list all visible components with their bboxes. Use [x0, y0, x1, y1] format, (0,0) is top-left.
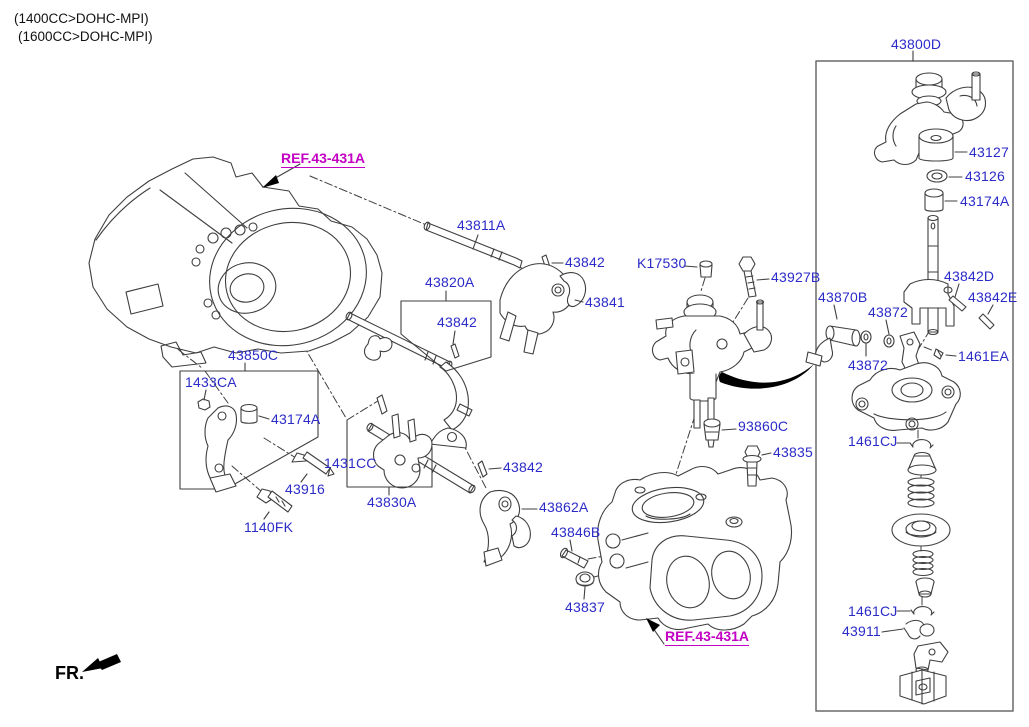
part-label-1461ea[interactable]: 1461EA: [958, 348, 1010, 364]
clip-1461cj-lower-drawing: [896, 606, 935, 616]
control-shaft-lever-drawing: [873, 71, 987, 166]
part-label-1140fk[interactable]: 1140FK: [244, 519, 294, 535]
washer-43872-b-drawing: [883, 319, 895, 348]
part-label-43850c[interactable]: 43850C: [228, 347, 279, 363]
plug-43846b-drawing: [559, 539, 589, 569]
part-label-43916[interactable]: 43916: [285, 481, 325, 497]
part-label-43842d[interactable]: 43842D: [944, 268, 995, 284]
spring-small-drawing: [912, 549, 934, 577]
shift-lever-assembly-drawing: [651, 294, 773, 429]
part-label-43862a[interactable]: 43862A: [539, 499, 589, 515]
control-cover-drawing: [851, 362, 961, 431]
part-label-43811a[interactable]: 43811A: [457, 217, 506, 233]
spring-pin-43911-drawing: [881, 619, 935, 640]
cup-drawing: [915, 577, 935, 598]
panel-43800d-box: [815, 50, 1014, 712]
washer-43126-drawing: [926, 169, 963, 183]
part-label-43830a[interactable]: 43830A: [367, 494, 417, 510]
part-label-43820a[interactable]: 43820A: [425, 274, 475, 290]
part-label-1461cj-upper[interactable]: 1461CJ: [848, 433, 898, 449]
ref-arrow-top: [262, 163, 301, 188]
switch-93860c-drawing: [703, 418, 737, 448]
bushing-43127-drawing: [918, 128, 968, 162]
direction-swoosh-arrow: [718, 364, 814, 389]
front-direction-label: FR.: [55, 663, 84, 683]
ref-label-bottom[interactable]: REF.43-431A: [665, 628, 750, 646]
part-label-43127[interactable]: 43127: [969, 144, 1009, 160]
shift-rail-43830a-drawing: [366, 394, 476, 494]
box-43820a: [400, 290, 492, 372]
washer-43872-a-drawing: [860, 330, 872, 357]
part-label-43927b[interactable]: 43927B: [771, 269, 821, 285]
part-label-43911[interactable]: 43911: [842, 623, 881, 639]
pin-43842d-drawing: [948, 283, 967, 312]
engine-note-1600cc: (1600CC>DOHC-MPI): [18, 29, 153, 44]
part-label-1433ca[interactable]: 1433CA: [185, 374, 237, 390]
shift-rail-43820a-drawing: [345, 311, 473, 449]
bushing-43174a-left-drawing: [240, 403, 270, 424]
box-43850c: [179, 362, 319, 490]
plug-43837-drawing: [575, 571, 595, 600]
shift-fork-43862a-drawing: [479, 489, 538, 567]
bracket-43830a: [346, 419, 433, 496]
stopper-43870b-drawing: [805, 304, 861, 367]
spring-large-drawing: [907, 477, 935, 508]
transaxle-case-drawing: [597, 465, 793, 631]
part-label-43835[interactable]: 43835: [773, 444, 813, 460]
part-label-43126[interactable]: 43126: [965, 168, 1005, 184]
part-label-43842-mid[interactable]: 43842: [437, 314, 477, 330]
control-shaft-drawing: [903, 214, 955, 336]
guide-bracket-drawing: [913, 641, 949, 674]
shift-fork-43841-drawing: [499, 263, 587, 355]
part-label-93860c[interactable]: 93860C: [738, 418, 789, 434]
part-label-1461cj-lower[interactable]: 1461CJ: [848, 603, 898, 619]
pin-43842e-drawing: [978, 304, 995, 330]
part-label-43842-top[interactable]: 43842: [565, 254, 605, 270]
part-label-43870b[interactable]: 43870B: [818, 289, 868, 305]
part-label-43846b[interactable]: 43846B: [551, 524, 601, 540]
part-label-43872-lower[interactable]: 43872: [848, 357, 888, 373]
shift-rail-43811a-drawing: [423, 221, 523, 269]
nut-1433ca-drawing: [197, 389, 211, 411]
seat-washer-drawing: [891, 513, 951, 547]
pin-43842-bottom-drawing: [477, 460, 502, 478]
shift-block-drawing: [899, 669, 947, 705]
select-lever-43850c-drawing: [204, 405, 238, 493]
plug-k17530-drawing: [683, 260, 713, 278]
part-label-43837[interactable]: 43837: [565, 599, 605, 615]
part-label-1431cc[interactable]: 1431CC: [324, 455, 377, 471]
ref-arrow-bottom: [646, 618, 665, 645]
clip-1461cj-upper-drawing: [896, 439, 934, 449]
part-label-43842-bottom[interactable]: 43842: [503, 459, 543, 475]
screw-1461ea-drawing: [933, 348, 957, 360]
retainer-cone-drawing: [907, 451, 937, 476]
bolt-43835-drawing: [742, 445, 772, 487]
part-label-43174a-panel[interactable]: 43174A: [960, 193, 1010, 209]
ref-label-top[interactable]: REF.43-431A: [281, 150, 366, 168]
clutch-housing-drawing: [88, 156, 383, 368]
switch-43916-drawing: [291, 451, 335, 483]
bolt-1140fk-drawing: [256, 488, 293, 520]
part-label-43841[interactable]: 43841: [585, 294, 625, 310]
pin-43842-mid-drawing: [450, 330, 460, 359]
part-label-43174a-left[interactable]: 43174A: [271, 411, 321, 427]
bolt-43927b-drawing: [738, 256, 770, 298]
part-label-43842e[interactable]: 43842E: [968, 289, 1018, 305]
part-label-43872-upper[interactable]: 43872: [868, 304, 908, 320]
part-label-43800d[interactable]: 43800D: [891, 36, 942, 52]
bushing-43174a-panel-drawing: [924, 188, 958, 212]
engine-note-1400cc: (1400CC>DOHC-MPI): [14, 11, 149, 26]
part-label-k17530[interactable]: K17530: [637, 255, 687, 271]
fr-direction-arrow: [82, 654, 121, 672]
